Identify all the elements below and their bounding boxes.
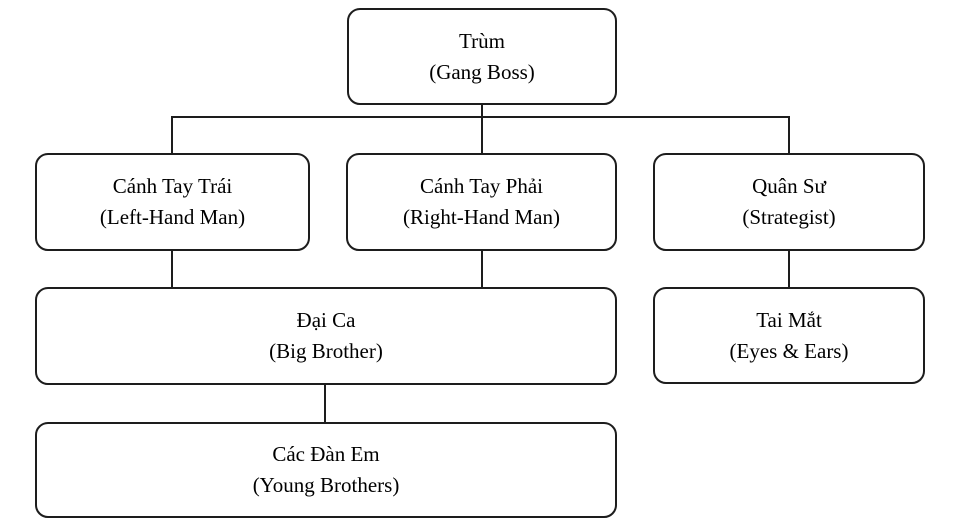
node-canh-tay-trai: Cánh Tay Trái (Left-Hand Man) (35, 153, 310, 251)
node-cac-dan-em-subtitle: (Young Brothers) (252, 473, 400, 497)
node-cac-dan-em-title: Các Đàn Em (272, 442, 380, 466)
node-dai-ca-subtitle: (Big Brother) (269, 339, 383, 363)
node-tai-mat: Tai Mắt (Eyes & Ears) (653, 287, 925, 384)
node-canh-tay-trai-subtitle: (Left-Hand Man) (99, 205, 246, 229)
node-quan-su-title: Quân Sư (752, 174, 826, 198)
node-quan-su-subtitle: (Strategist) (742, 205, 836, 229)
node-dai-ca: Đại Ca (Big Brother) (35, 287, 617, 385)
edge-bus-horizontal (171, 116, 790, 118)
node-quan-su: Quân Sư (Strategist) (653, 153, 925, 251)
node-trum-subtitle: (Gang Boss) (429, 59, 535, 84)
edge-canh-tay-phai-to-dai-ca (481, 249, 483, 289)
edge-bus-to-canh-tay-trai (171, 116, 173, 154)
node-canh-tay-phai: Cánh Tay Phải (Right-Hand Man) (346, 153, 617, 251)
node-tai-mat-title: Tai Mắt (756, 307, 822, 332)
edge-trum-to-canh-tay-phai (481, 102, 483, 154)
edge-bus-to-quan-su (788, 116, 790, 154)
node-trum-title: Trùm (459, 28, 505, 53)
node-canh-tay-phai-title: Cánh Tay Phải (420, 174, 543, 198)
node-tai-mat-subtitle: (Eyes & Ears) (729, 338, 849, 363)
node-trum: Trùm (Gang Boss) (347, 8, 617, 105)
node-cac-dan-em: Các Đàn Em (Young Brothers) (35, 422, 617, 518)
node-canh-tay-trai-title: Cánh Tay Trái (112, 174, 233, 198)
node-canh-tay-phai-subtitle: (Right-Hand Man) (403, 205, 560, 229)
edge-dai-ca-to-cac-dan-em (324, 383, 326, 424)
edge-canh-tay-trai-to-dai-ca (171, 249, 173, 289)
edge-quan-su-to-tai-mat (788, 249, 790, 289)
node-dai-ca-title: Đại Ca (296, 308, 356, 332)
